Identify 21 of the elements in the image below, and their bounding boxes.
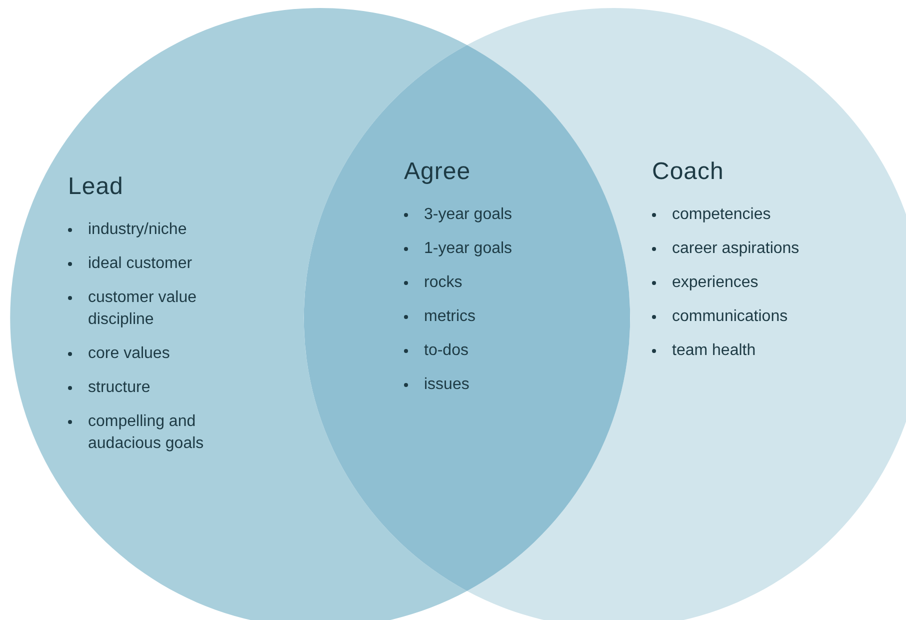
list-item: competencies: [672, 206, 771, 223]
list-item: team health: [672, 342, 756, 359]
list-item: issues: [424, 376, 470, 393]
list-item: 3-year goals: [424, 206, 512, 223]
region-heading: Lead: [68, 173, 124, 201]
region-heading: Agree: [404, 158, 471, 186]
list-item: ideal customer: [88, 255, 192, 272]
list-item: to-dos: [424, 342, 468, 359]
list-item: experiences: [672, 274, 758, 291]
list-item: core values: [88, 345, 170, 362]
overlap-region: [304, 45, 630, 591]
list-item: communications: [672, 308, 788, 325]
list-item: career aspirations: [672, 240, 800, 257]
list-item: customer value discipline: [88, 289, 196, 328]
list-item: rocks: [424, 274, 462, 291]
list-item: industry/niche: [88, 221, 187, 238]
list-item: 1-year goals: [424, 240, 512, 257]
list-item: compelling and audacious goals: [88, 413, 204, 452]
list-item: structure: [88, 379, 150, 396]
region-heading: Coach: [652, 158, 724, 186]
list-item: metrics: [424, 308, 476, 325]
